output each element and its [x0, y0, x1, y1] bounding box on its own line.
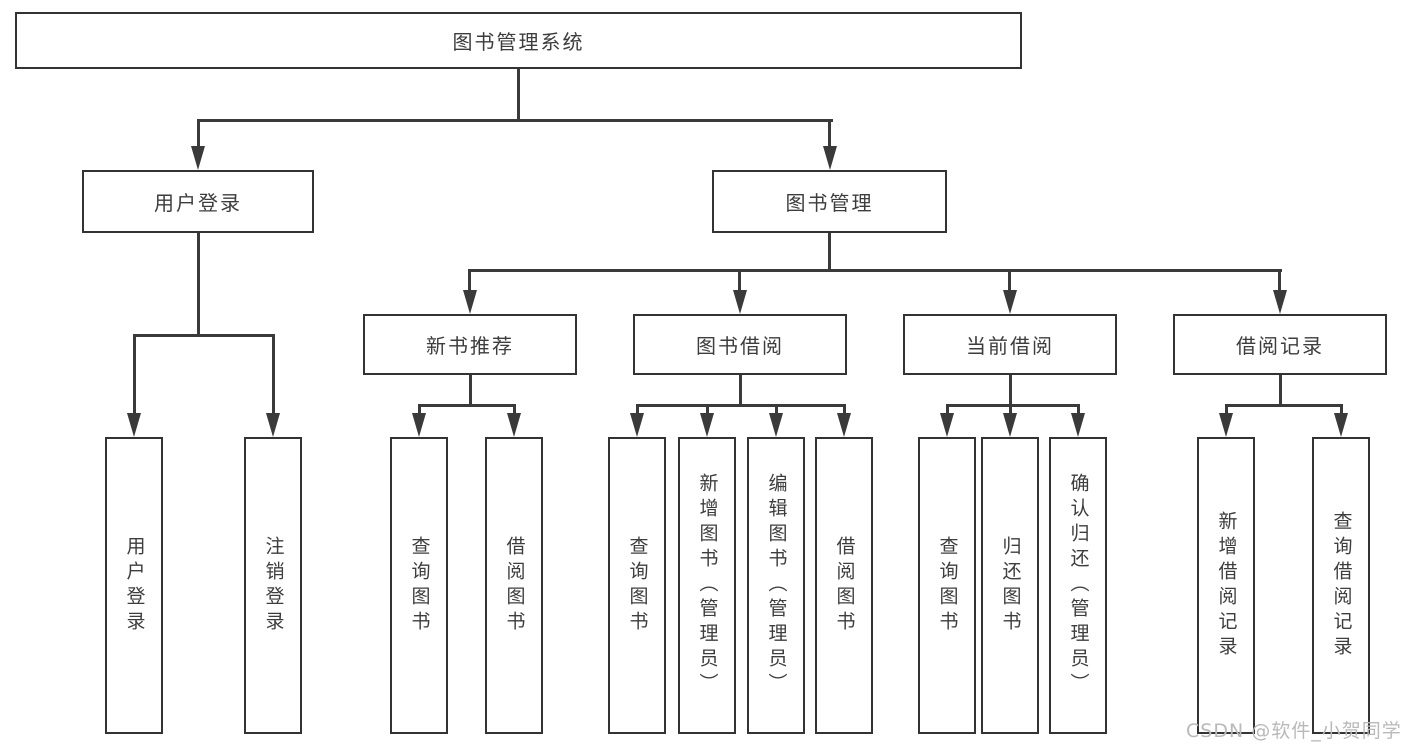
arrowhead-icon: [823, 146, 837, 170]
connector-line: [1340, 406, 1343, 416]
connector-line: [468, 269, 1282, 272]
arrowhead-icon: [412, 413, 426, 437]
connector-line: [1008, 271, 1011, 293]
arrowhead-icon: [630, 413, 644, 437]
connector-line: [636, 406, 639, 416]
connector-line: [468, 271, 471, 293]
arrowhead-icon: [1003, 413, 1017, 437]
arrowhead-icon: [837, 413, 851, 437]
node-leaf-query-borrow-record: 查询借阅记录: [1312, 437, 1370, 734]
connector-line: [1009, 406, 1012, 416]
connector-line: [469, 375, 472, 406]
arrowhead-icon: [769, 413, 783, 437]
arrowhead-icon: [1219, 413, 1233, 437]
connector-line: [418, 406, 421, 416]
arrowhead-icon: [266, 413, 280, 437]
node-current-borrowing: 当前借阅: [903, 314, 1117, 375]
node-leaf-logout: 注销登录: [244, 437, 302, 734]
connector-line: [517, 69, 520, 122]
connector-line: [1225, 406, 1228, 416]
connector-line: [1278, 271, 1281, 293]
node-leaf-edit-book-admin: 编辑图书（管理员）: [747, 437, 805, 734]
node-leaf-confirm-return-admin: 确认归还（管理员）: [1049, 437, 1107, 734]
connector-line: [513, 406, 516, 416]
connector-line: [197, 119, 833, 122]
connector-line: [706, 406, 709, 416]
connector-line: [828, 121, 831, 149]
connector-line: [1009, 375, 1012, 406]
node-leaf-borrow-book-recommend: 借阅图书: [485, 437, 543, 734]
arrowhead-icon: [463, 290, 477, 314]
arrowhead-icon: [733, 290, 747, 314]
connector-line: [197, 233, 200, 336]
connector-line: [1279, 375, 1282, 406]
connector-line: [946, 406, 949, 416]
node-leaf-query-book-current: 查询图书: [918, 437, 976, 734]
arrowhead-icon: [127, 413, 141, 437]
connector-line: [1077, 406, 1080, 416]
arrowhead-icon: [507, 413, 521, 437]
node-new-book-recommend: 新书推荐: [363, 314, 577, 375]
connector-line: [636, 404, 846, 407]
connector-line: [946, 404, 1080, 407]
node-book-borrowing: 图书借阅: [633, 314, 847, 375]
node-leaf-user-login: 用户登录: [105, 437, 163, 734]
node-leaf-borrow-book-borrowing: 借阅图书: [815, 437, 873, 734]
connector-line: [738, 271, 741, 293]
connector-line: [133, 336, 136, 416]
connector-line: [272, 336, 275, 416]
connector-line: [843, 406, 846, 416]
arrowhead-icon: [1334, 413, 1348, 437]
node-leaf-return-book: 归还图书: [981, 437, 1039, 734]
connector-line: [418, 404, 516, 407]
arrowhead-icon: [191, 146, 205, 170]
node-borrowing-records: 借阅记录: [1173, 314, 1387, 375]
node-leaf-add-borrow-record: 新增借阅记录: [1197, 437, 1255, 734]
arrowhead-icon: [1273, 290, 1287, 314]
node-root: 图书管理系统: [15, 12, 1022, 69]
node-leaf-add-book-admin: 新增图书（管理员）: [678, 437, 736, 734]
node-user-login: 用户登录: [82, 170, 314, 233]
node-leaf-query-book-borrowing: 查询图书: [608, 437, 666, 734]
arrowhead-icon: [940, 413, 954, 437]
arrowhead-icon: [1003, 290, 1017, 314]
connector-line: [739, 375, 742, 406]
connector-line: [775, 406, 778, 416]
connector-line: [133, 334, 275, 337]
connector-line: [828, 233, 831, 271]
arrowhead-icon: [700, 413, 714, 437]
connector-line: [1225, 404, 1343, 407]
node-book-management: 图书管理: [712, 170, 947, 233]
node-leaf-query-book-recommend: 查询图书: [390, 437, 448, 734]
connector-line: [197, 121, 200, 149]
watermark: CSDN @软件_小贺同学: [1186, 720, 1402, 742]
arrowhead-icon: [1071, 413, 1085, 437]
